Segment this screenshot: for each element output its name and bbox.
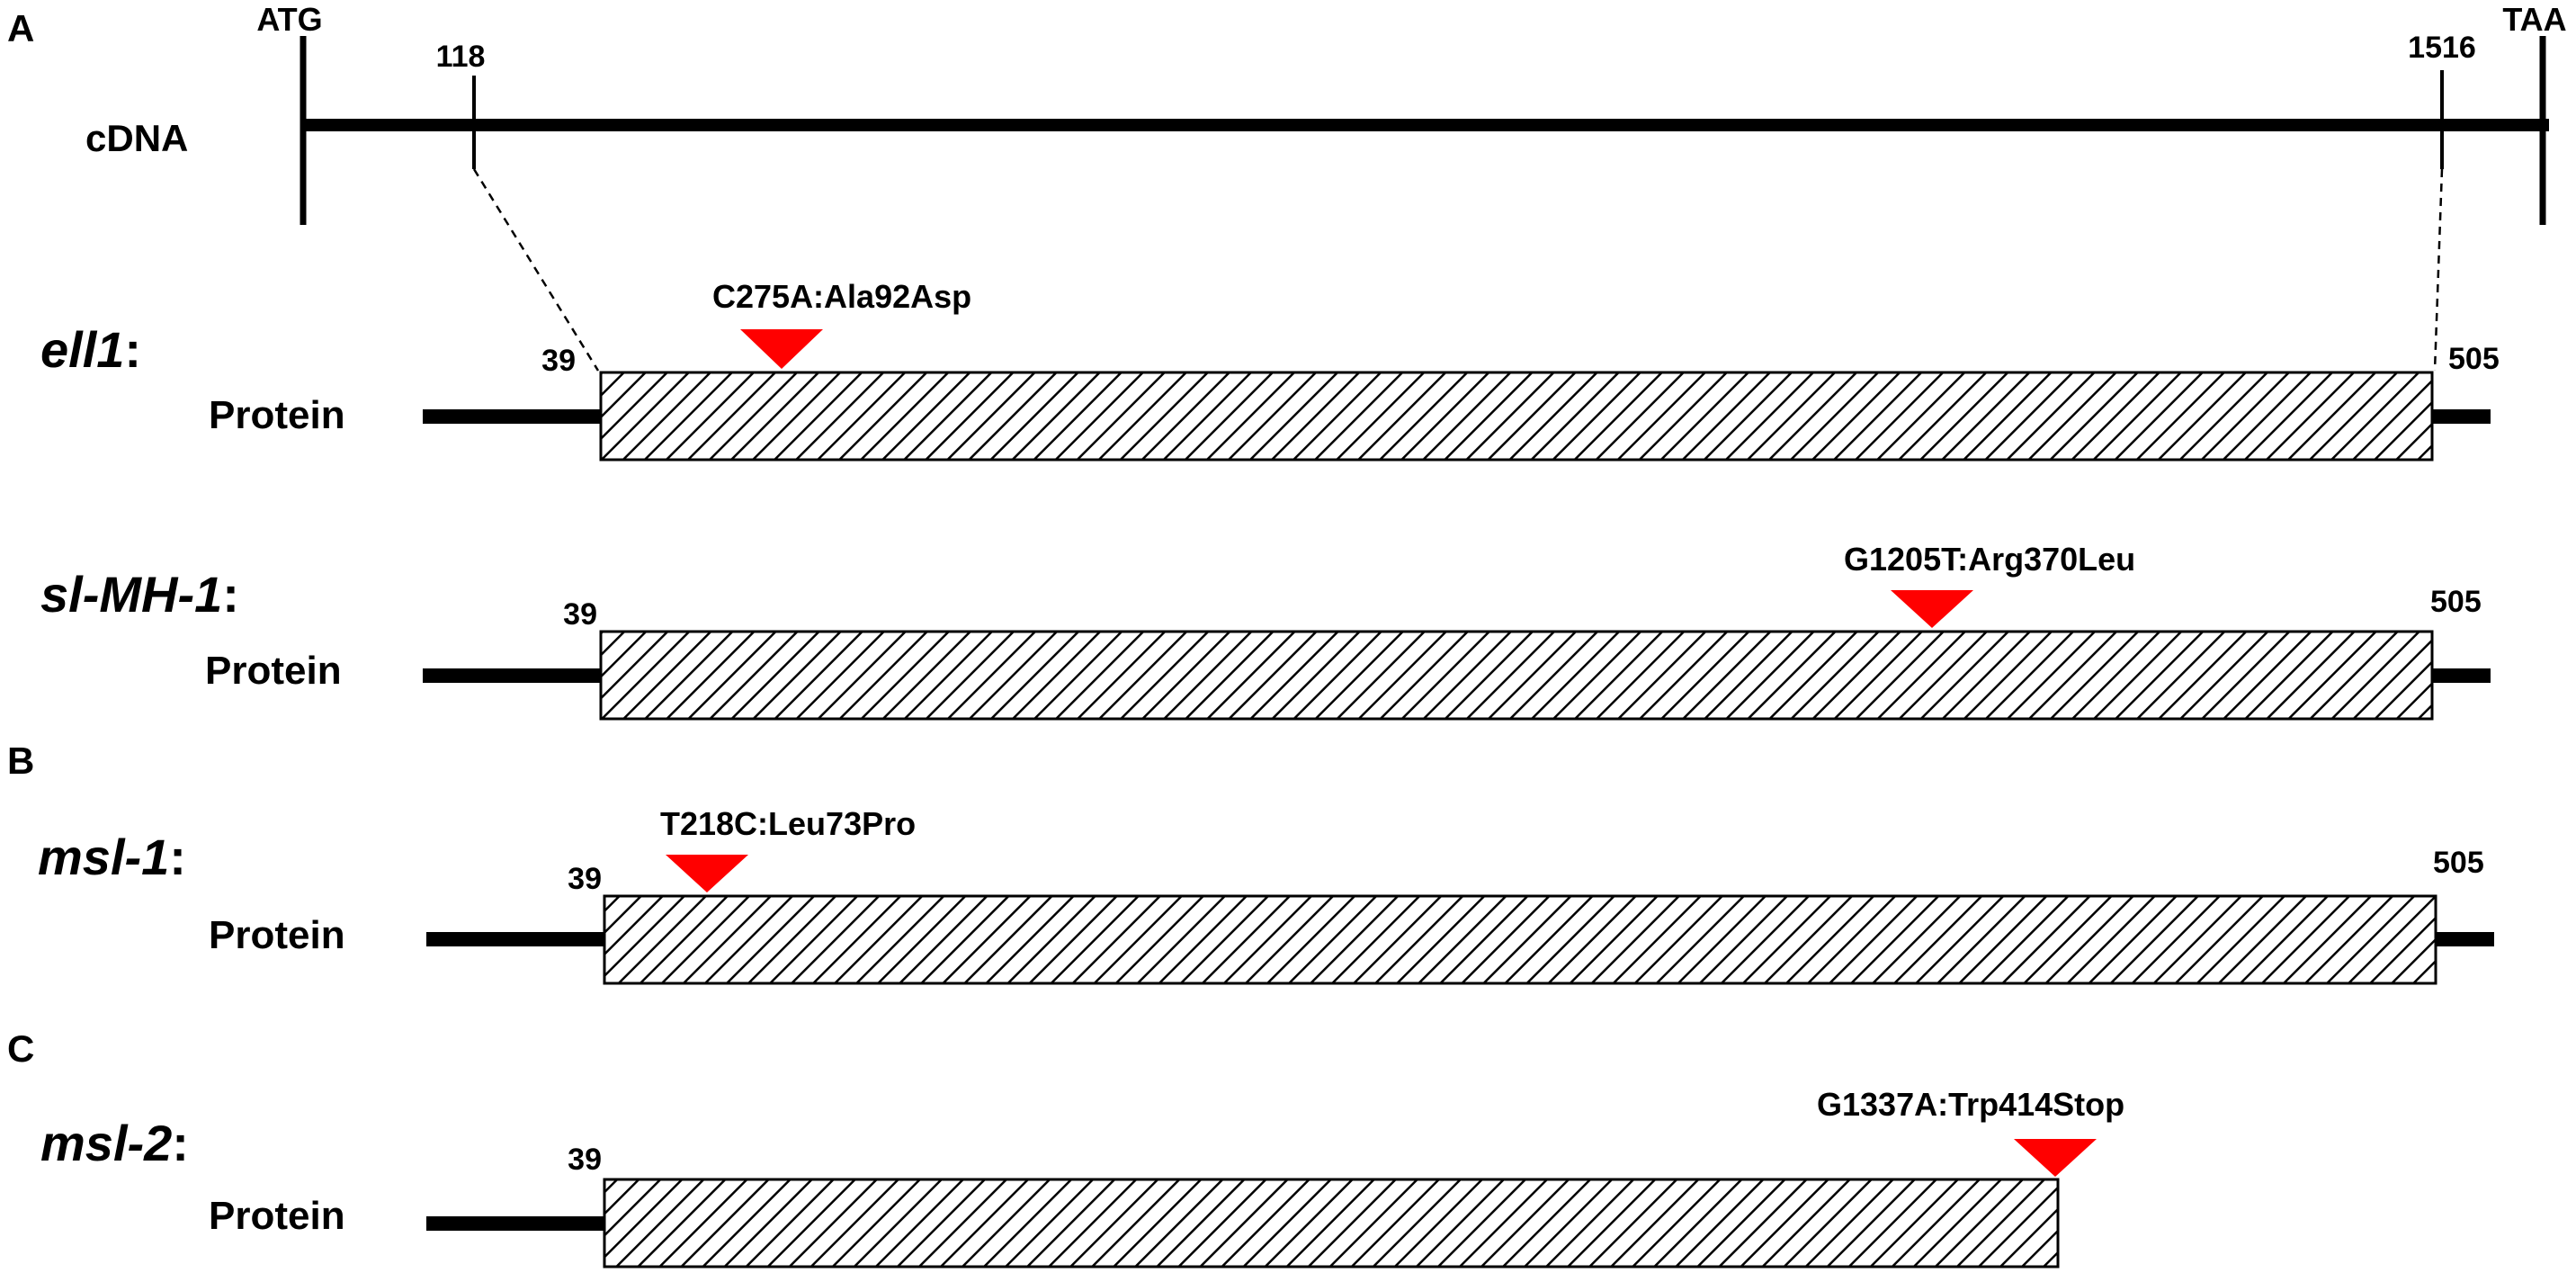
gene-name: msl-2: <box>40 1115 189 1171</box>
gene-colon: : <box>222 566 239 623</box>
protein-label: Protein <box>209 393 345 437</box>
protein-tail-left <box>426 1216 604 1231</box>
protein-label: Protein <box>205 649 342 693</box>
gene-name-text: msl-1 <box>38 829 169 885</box>
gene-name: msl-1: <box>38 829 186 885</box>
panel-label-b: B <box>7 740 34 782</box>
panel-label-c: C <box>7 1027 34 1070</box>
gene-name-text: sl-MH-1 <box>40 566 222 623</box>
protein-track-ell1: ell1: Protein 39 505 C275A:Ala92Asp <box>40 278 2500 462</box>
mutation-label: C275A:Ala92Asp <box>712 278 971 315</box>
gene-name-text: ell1 <box>40 321 124 378</box>
start-codon-label: ATG <box>256 1 322 38</box>
start-position-label: 39 <box>568 862 602 896</box>
hatched-domain <box>599 630 2434 721</box>
projection-line-right <box>2433 168 2444 372</box>
mutation-marker-icon <box>740 329 823 369</box>
panel-label-a: A <box>7 7 34 49</box>
mutation-marker-icon <box>666 855 748 892</box>
protein-tail-left <box>423 668 601 683</box>
mutation-marker-icon <box>1891 590 1973 628</box>
protein-tail-left <box>423 409 601 424</box>
mutation-label: G1205T:Arg370Leu <box>1844 541 2135 578</box>
start-position-label: 39 <box>563 597 597 632</box>
protein-track-msl-2: msl-2: Protein 39 G1337A:Trp414Stop <box>40 1086 2124 1269</box>
protein-tail-right <box>2431 409 2491 424</box>
protein-track-sl-mh-1: sl-MH-1: Protein 39 505 G1205T:Arg370Leu <box>40 541 2491 721</box>
hatched-domain <box>603 1178 2060 1269</box>
projection-line-left <box>472 168 600 372</box>
gene-name: sl-MH-1: <box>40 566 239 623</box>
stop-codon-label: TAA <box>2502 1 2566 38</box>
cdna-label: cDNA <box>85 117 188 159</box>
cdna-track: cDNA ATG TAA 118 1516 <box>85 1 2567 372</box>
protein-track-msl-1: msl-1: Protein 39 505 T218C:Leu73Pro <box>38 805 2494 985</box>
end-position-label: 505 <box>2433 846 2484 880</box>
gene-name-text: msl-2 <box>40 1115 172 1171</box>
end-position-label: 505 <box>2430 585 2482 619</box>
protein-label: Protein <box>209 1194 345 1238</box>
protein-tail-left <box>426 932 604 946</box>
hatched-domain <box>603 894 2437 985</box>
start-position-label: 39 <box>541 344 576 378</box>
protein-tail-right <box>2435 932 2494 946</box>
mutation-label: T218C:Leu73Pro <box>660 805 916 842</box>
gene-colon: : <box>169 829 186 885</box>
gene-colon: : <box>172 1115 189 1171</box>
gene-name: ell1: <box>40 321 141 378</box>
region-end-label: 1516 <box>2408 31 2476 65</box>
mutation-marker-icon <box>2014 1139 2097 1177</box>
start-position-label: 39 <box>568 1143 602 1177</box>
end-position-label: 505 <box>2448 342 2500 376</box>
mutation-label: G1337A:Trp414Stop <box>1817 1086 2124 1123</box>
gene-colon: : <box>124 321 141 378</box>
protein-tail-right <box>2431 668 2491 683</box>
region-start-label: 118 <box>436 40 486 74</box>
protein-label: Protein <box>209 913 345 957</box>
hatched-domain <box>599 371 2434 462</box>
